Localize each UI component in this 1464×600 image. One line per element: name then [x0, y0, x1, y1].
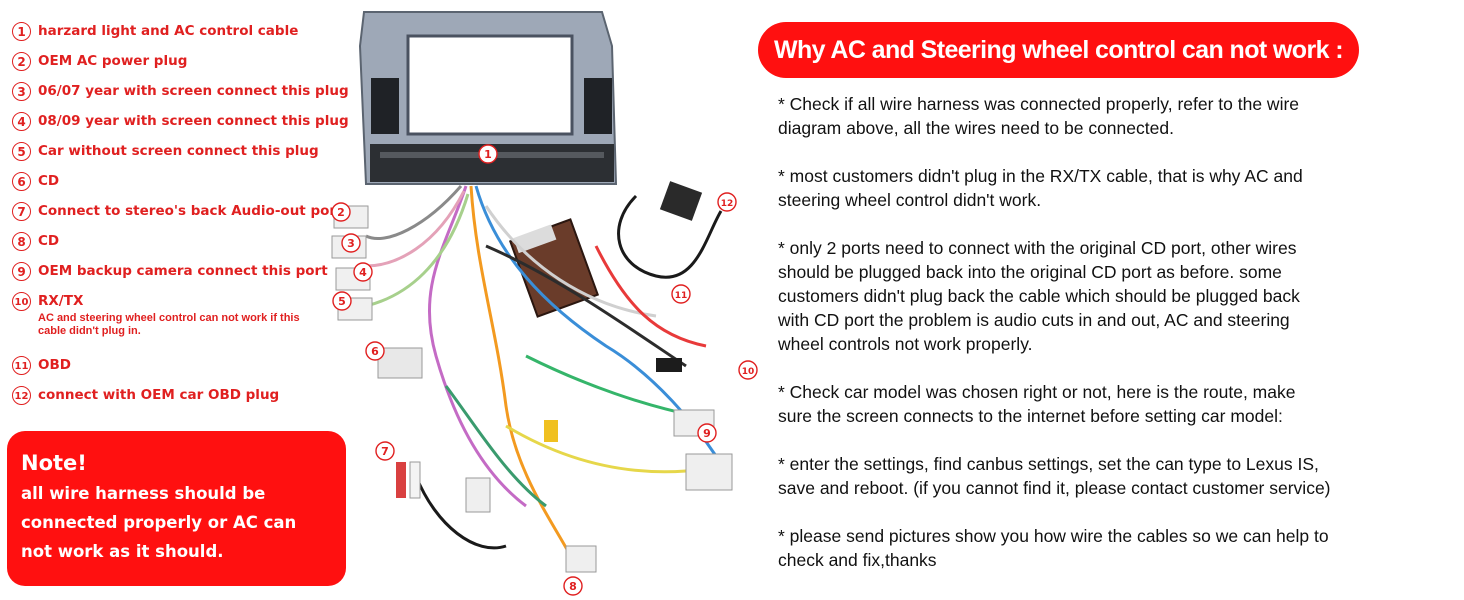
canbus-box [508, 218, 600, 318]
callout-12: 12 [721, 199, 734, 209]
legend-item-8: 8 CD [12, 232, 59, 251]
legend-subtext: AC and steering wheel control can not wo… [38, 312, 300, 337]
legend-number: 1 [12, 22, 31, 41]
legend-number: 3 [12, 82, 31, 101]
callout-6: 6 [371, 345, 379, 358]
legend-number: 11 [12, 356, 31, 375]
banner-title: Why AC and Steering wheel control can no… [758, 22, 1359, 78]
legend-number: 6 [12, 172, 31, 191]
legend-item-9: 9 OEM backup camera connect this port [12, 262, 328, 281]
legend-item-3: 3 06/07 year with screen connect this pl… [12, 82, 349, 101]
legend-item-5: 5 Car without screen connect this plug [12, 142, 319, 161]
legend-number: 7 [12, 202, 31, 221]
callout-3: 3 [347, 237, 355, 250]
note-body: all wire harness should be connected pro… [21, 484, 297, 561]
callout-1: 1 [484, 148, 492, 161]
legend-item-11: 11 OBD [12, 356, 71, 375]
callout-5: 5 [338, 295, 346, 308]
callout-2: 2 [337, 206, 345, 219]
connectors [331, 181, 733, 573]
tip-item: * Check if all wire harness was connecte… [778, 94, 1300, 138]
callout-10: 10 [742, 367, 755, 377]
tip-item: * Check car model was chosen right or no… [778, 382, 1296, 426]
tip-item: * most customers didn't plug in the RX/T… [778, 166, 1303, 210]
legend-item-2: 2 OEM AC power plug [12, 52, 187, 71]
legend-text: Connect to stereo's back Audio-out port [38, 203, 343, 219]
legend-number: 12 [12, 386, 31, 405]
wires [365, 185, 723, 567]
callouts [331, 144, 758, 596]
legend-text: CD [38, 173, 60, 189]
legend-text: 08/09 year with screen connect this plug [38, 113, 349, 129]
legend-text: CD [38, 233, 60, 249]
tips-list: * Check if all wire harness was connecte… [778, 92, 1418, 596]
legend-item-1: 1 harzard light and AC control cable [12, 22, 298, 41]
legend-text: connect with OEM car OBD plug [38, 387, 280, 403]
callout-7: 7 [381, 445, 389, 458]
callout-9: 9 [703, 427, 711, 440]
note-box: Note! all wire harness should be connect… [7, 431, 346, 586]
callout-8: 8 [569, 580, 577, 593]
legend-number: 9 [12, 262, 31, 281]
legend-item-7: 7 Connect to stereo's back Audio-out por… [12, 202, 343, 221]
legend-number: 5 [12, 142, 31, 161]
legend-number: 8 [12, 232, 31, 251]
legend-number: 10 [12, 292, 31, 311]
legend-text: 06/07 year with screen connect this plug [38, 83, 349, 99]
callout-11: 11 [675, 291, 688, 301]
tip-item: * please send pictures show you how wire… [778, 526, 1329, 570]
tip-item: * only 2 ports need to connect with the … [778, 238, 1300, 354]
legend-text: Car without screen connect this plug [38, 143, 319, 159]
legend-item-10: 10 RX/TX AC and steering wheel control c… [12, 292, 308, 338]
legend-text: RX/TX [38, 293, 84, 309]
legend-item-12: 12 connect with OEM car OBD plug [12, 386, 279, 405]
legend-text: OBD [38, 357, 71, 373]
legend-text: OEM AC power plug [38, 53, 188, 69]
legend-item-4: 4 08/09 year with screen connect this pl… [12, 112, 349, 131]
legend-item-6: 6 CD [12, 172, 59, 191]
legend-text: OEM backup camera connect this port [38, 263, 328, 279]
wiring-harness-illustration: 1 2 3 4 5 6 7 8 9 10 11 12 [331, 11, 758, 596]
legend-number: 4 [12, 112, 31, 131]
tip-item: * enter the settings, find canbus settin… [778, 454, 1331, 498]
note-title: Note! [21, 451, 87, 475]
callout-4: 4 [359, 266, 367, 279]
legend-text: harzard light and AC control cable [38, 23, 299, 39]
legend-number: 2 [12, 52, 31, 71]
